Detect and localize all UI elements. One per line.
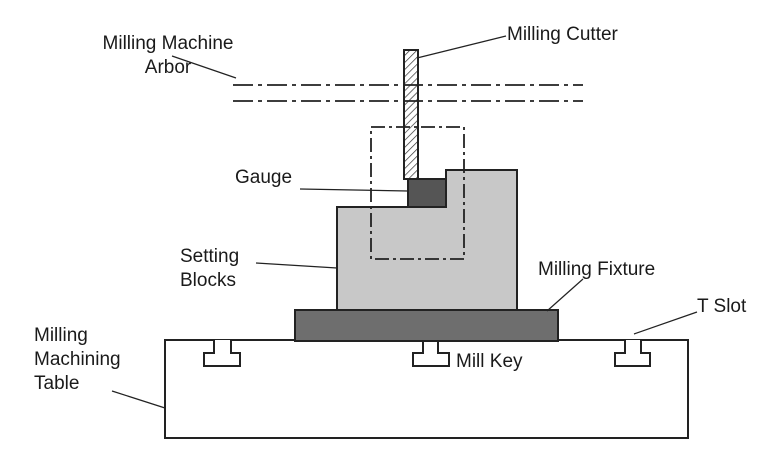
leader-arbor — [171, 55, 237, 79]
label-table-line3: Table — [34, 373, 80, 394]
label-cutter: Milling Cutter — [507, 24, 618, 45]
t-slot-left — [203, 340, 241, 367]
label-table: Milling Machining Table — [34, 324, 121, 396]
cutter-envelope — [370, 126, 465, 260]
leader-fixture — [546, 278, 584, 312]
label-arbor-line1: Milling Machine — [102, 33, 234, 54]
label-fixture: Milling Fixture — [538, 259, 656, 280]
milling-cutter — [403, 49, 419, 180]
label-arbor: Milling Machine Arbor — [68, 32, 268, 80]
leader-setting-blocks — [255, 262, 338, 269]
label-setting-line2: Blocks — [180, 270, 236, 291]
label-table-line2: Machining — [34, 349, 121, 370]
milling-fixture — [294, 309, 559, 342]
label-mill-key: Mill Key — [456, 351, 523, 372]
gauge-block — [407, 178, 447, 208]
leader-cutter — [416, 35, 507, 59]
leader-t-slot — [633, 311, 698, 335]
leader-gauge — [299, 188, 409, 192]
label-t-slot: T Slot — [697, 296, 747, 317]
setting-block — [336, 169, 518, 311]
label-table-line1: Milling — [34, 325, 88, 346]
label-setting-blocks: Setting Blocks — [180, 245, 239, 293]
leader-table — [111, 390, 166, 409]
t-slot-right — [614, 340, 651, 367]
label-gauge: Gauge — [235, 167, 293, 188]
label-arbor-line2: Arbor — [144, 57, 192, 78]
label-setting-line1: Setting — [180, 246, 240, 267]
